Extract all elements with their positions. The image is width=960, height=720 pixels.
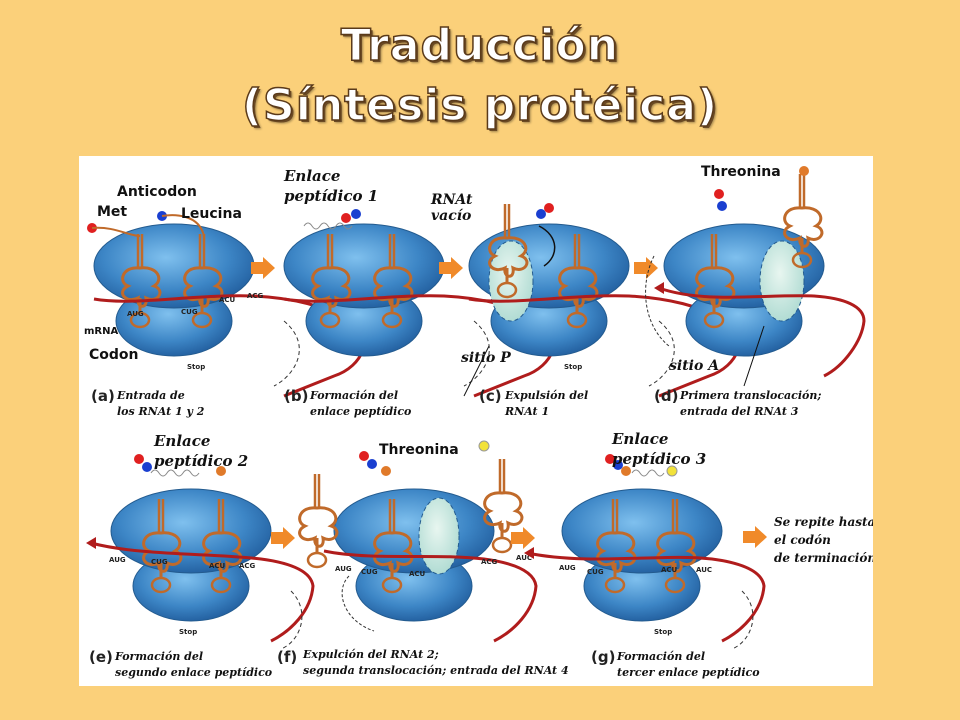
label-enlace1-line2: peptídico 1 [284,187,378,205]
translation-diagram: Anticodon Met Leucina mRNA Codon AUG CUG… [79,156,873,686]
arrow-c-d [634,257,658,279]
caption-g-line1: Formación del [616,650,705,663]
caption-a-line2: los RNAt 1 y 2 [117,405,205,418]
caption-d-line1: Primera translocación; [679,389,821,402]
caption-b-line1: Formación del [309,389,398,402]
arrow-f-g [511,527,535,549]
label-anticodon: Anticodon [117,184,197,200]
label-rnat-vacio-line1: RNAt [430,192,473,208]
arrow-a-b [251,257,275,279]
label-sitio-a: sitio A [669,358,719,374]
label-threonina-f: Threonina [379,442,459,458]
codon-acg-a: ACG [247,292,264,300]
arrow-e-f [271,527,295,549]
label-enlace3-line1: Enlace [611,430,668,448]
codon-aug-g: AUG [559,564,576,572]
caption-d-line2: entrada del RNAt 3 [680,405,799,418]
codon-stop-c: Stop [564,363,582,371]
codon-acu-g: ACU [661,566,678,574]
caption-g-line2: tercer enlace peptídico [617,666,760,679]
caption-d-letter: (d) [654,387,678,405]
label-repeat-line1: Se repite hasta [774,515,873,529]
diagram-svg: Anticodon Met Leucina mRNA Codon AUG CUG… [84,164,873,679]
codon-acu-e: ACU [209,562,226,570]
codon-auc-g: AUC [696,566,712,574]
caption-e-line2: segundo enlace peptídico [115,666,272,679]
panel-g [524,454,766,650]
codon-aug-e: AUG [109,556,126,564]
label-repeat-line2: el codón [774,533,831,547]
caption-c-letter: (c) [479,387,502,405]
codon-acu-a: ACU [219,296,236,304]
codon-acg-e: ACG [239,562,256,570]
label-rnat-vacio-line2: vacío [431,208,471,224]
codon-aug-a: AUG [127,310,144,318]
arrow-g-repeat [743,526,767,548]
caption-c-line2: RNAt 1 [504,405,549,418]
label-met: Met [97,204,127,220]
label-enlace1-line1: Enlace [283,167,340,185]
codon-stop-e: Stop [179,628,197,636]
codon-acu-f: ACU [409,570,426,578]
caption-g-letter: (g) [591,648,615,666]
caption-a-line1: Entrada de [116,389,185,402]
caption-f-line2: segunda translocación; entrada del RNAt … [303,664,569,677]
codon-acg-f: ACG [481,558,498,566]
caption-c-line1: Expulsión del [504,389,588,402]
label-leucina: Leucina [181,206,242,222]
codon-stop-g: Stop [654,628,672,636]
label-mrna: mRNA [84,326,118,337]
label-sitio-p: sitio P [461,350,511,366]
caption-e-line1: Formación del [114,650,203,663]
label-enlace3-line2: peptídico 3 [612,450,706,468]
codon-cug-e: CUG [151,558,168,566]
codon-cug-a: CUG [181,308,198,316]
codon-cug-g: CUG [587,568,604,576]
codon-cug-f: CUG [361,568,378,576]
panel-d [645,166,866,387]
label-enlace2-line1: Enlace [153,432,210,450]
label-enlace2-line2: peptídico 2 [154,452,248,470]
caption-e-letter: (e) [89,648,113,666]
panel-e [86,454,315,650]
label-codon: Codon [89,347,139,363]
codon-auc-f: AUC [516,554,532,562]
codon-stop-a: Stop [187,363,205,371]
codon-aug-f: AUG [335,565,352,573]
caption-b-letter: (b) [284,387,308,405]
caption-f-letter: (f) [277,648,297,666]
slide-subtitle: (Síntesis protéica) [241,79,719,132]
label-threonina-d: Threonina [701,164,781,180]
caption-b-line2: enlace peptídico [310,405,411,418]
label-repeat-line3: de terminación [774,551,873,565]
caption-f-line1: Expulción del RNAt 2; [302,648,439,661]
panel-f [298,440,538,643]
slide-title: Traducción [340,19,620,72]
caption-a-letter: (a) [91,387,115,405]
